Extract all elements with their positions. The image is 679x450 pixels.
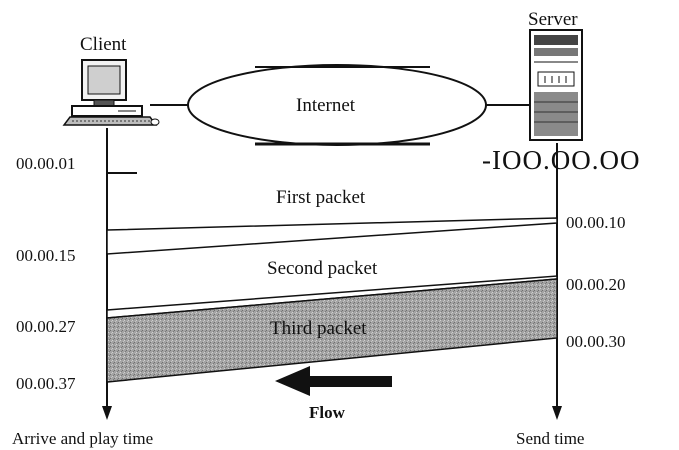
first-packet-band bbox=[106, 217, 558, 255]
server-time-1: 00.00.10 bbox=[566, 213, 626, 232]
second-packet-label: Second packet bbox=[267, 258, 378, 279]
internet-cloud bbox=[187, 64, 487, 146]
client-time-3: 00.00.27 bbox=[16, 317, 76, 336]
client-time-1: 00.00.01 bbox=[16, 154, 76, 173]
client-time-2: 00.00.15 bbox=[16, 246, 76, 265]
server-rack-icon bbox=[529, 29, 583, 141]
internet-label: Internet bbox=[296, 95, 356, 116]
third-packet-band bbox=[106, 278, 558, 383]
server-label: Server bbox=[528, 9, 578, 30]
client-computer-icon bbox=[62, 59, 160, 126]
third-packet-label: Third packet bbox=[270, 318, 367, 339]
server-start-time: -IOO.OO.OO bbox=[482, 145, 640, 175]
server-timeline-arrowhead bbox=[552, 406, 562, 420]
client-label: Client bbox=[80, 34, 127, 55]
server-time-2: 00.00.20 bbox=[566, 275, 626, 294]
flow-arrow-icon bbox=[275, 366, 392, 396]
server-axis-label: Send time bbox=[516, 429, 584, 448]
client-axis-label: Arrive and play time bbox=[12, 429, 153, 448]
client-time-4: 00.00.37 bbox=[16, 374, 76, 393]
first-packet-label: First packet bbox=[276, 187, 366, 208]
flow-label: Flow bbox=[309, 403, 346, 422]
client-timeline-arrowhead bbox=[102, 406, 112, 420]
server-time-3: 00.00.30 bbox=[566, 332, 626, 351]
